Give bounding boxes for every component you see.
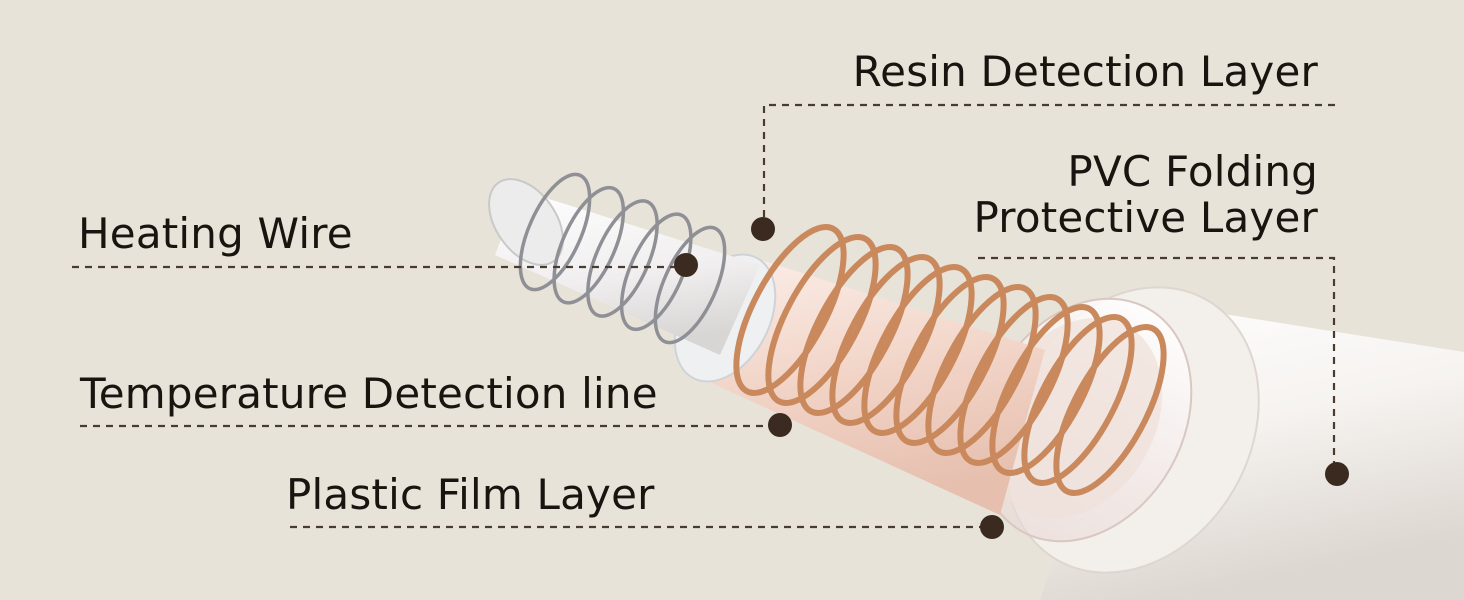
copper-coil-ring-4 [829, 254, 943, 426]
copper-coil-ring-10 [1021, 314, 1135, 486]
label-temperature-detection-line: Temperature Detection line [80, 369, 658, 418]
copper-coil-ring-1 [733, 224, 847, 396]
marker-pvc [1325, 462, 1349, 486]
copper-coil-ring-7 [925, 284, 1039, 456]
label-pvc-folding-line2: Protective Layer [973, 193, 1318, 242]
marker-temperature [768, 413, 792, 437]
copper-coil-ring-5 [861, 264, 975, 436]
copper-coil-ring-8 [957, 294, 1071, 466]
copper-coil-ring-9 [989, 304, 1103, 476]
copper-coil-ring-6 [893, 274, 1007, 446]
leader-resin [762, 103, 1335, 228]
marker-resin [751, 217, 775, 241]
inner-white-tube [488, 178, 760, 355]
copper-coil-ring-2 [765, 234, 879, 406]
silver-coil-ring-1 [518, 172, 592, 292]
silver-coil-ring-3 [586, 199, 659, 318]
label-heating-wire: Heating Wire [78, 209, 353, 258]
silver-coil-ring-2 [552, 185, 626, 305]
silver-coil-ring-4 [619, 212, 693, 332]
copper-coil-ring-3 [797, 244, 911, 416]
marker-plastic [980, 515, 1004, 539]
silver-coil-ring-5 [653, 225, 727, 345]
label-plastic-film-layer: Plastic Film Layer [286, 470, 655, 519]
leader-pvc [978, 256, 1336, 474]
copper-coil-ring-11 [1053, 324, 1167, 496]
marker-heating [674, 253, 698, 277]
heating-wire-coil [518, 172, 727, 345]
label-resin-detection-layer: Resin Detection Layer [852, 47, 1318, 96]
temperature-detection-coil [733, 224, 1167, 496]
label-pvc-folding-line1: PVC Folding [1067, 147, 1318, 196]
